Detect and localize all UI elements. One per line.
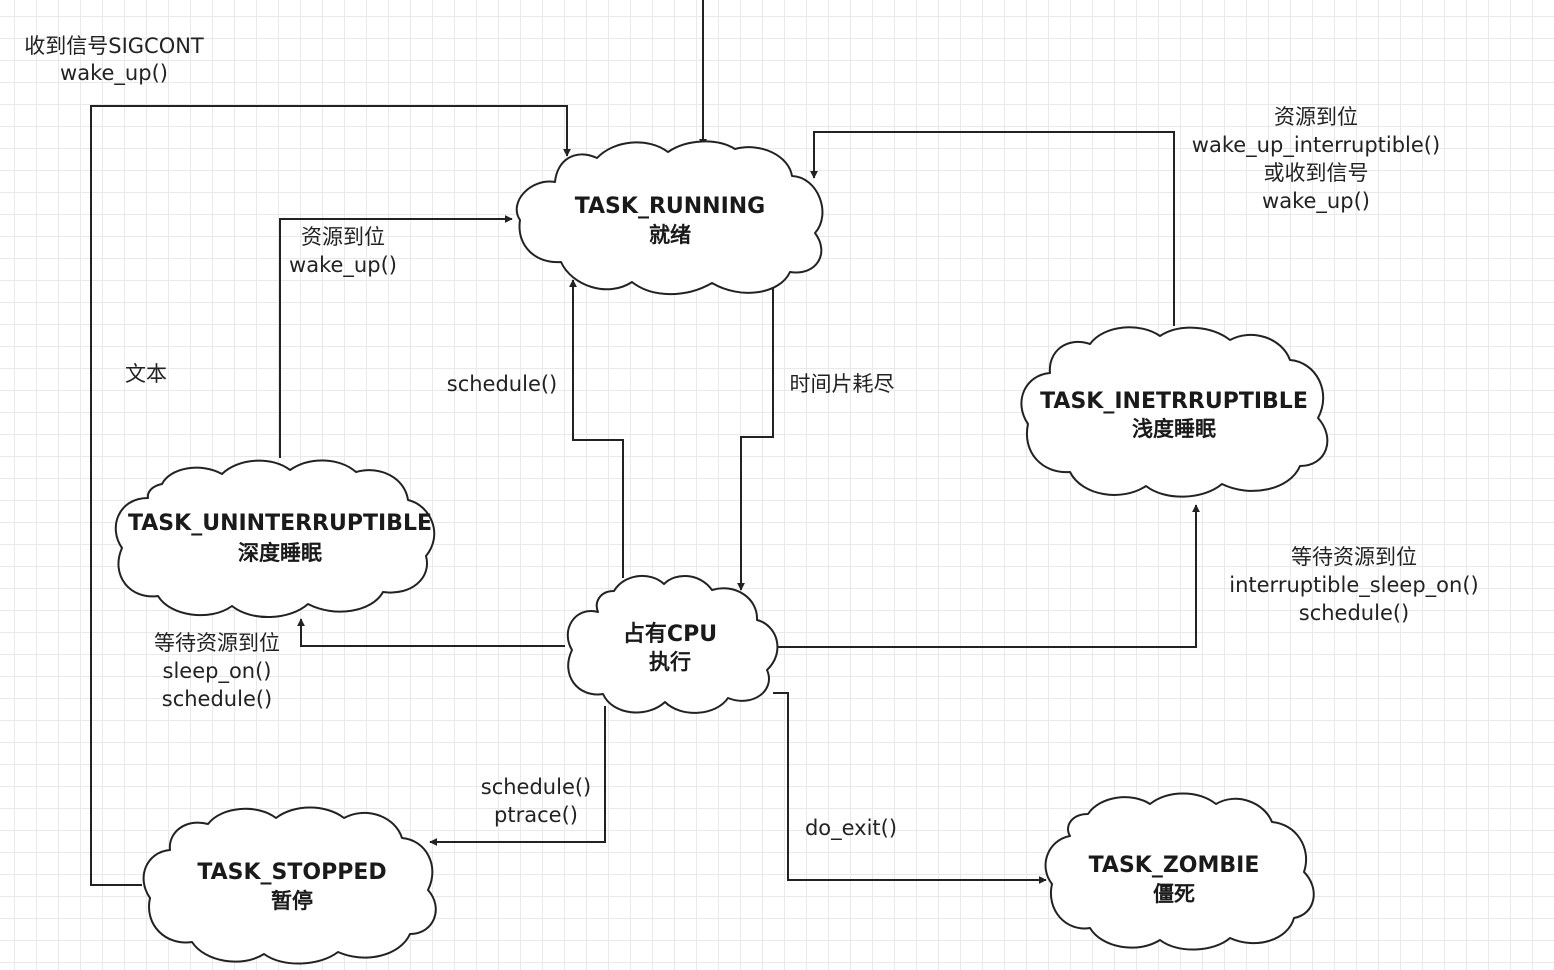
edge-cpu-to-stopped [429,706,606,846]
label-uninterruptible-to-running: 资源到位 wake_up() [289,225,397,278]
label-line: 资源到位 [301,225,385,249]
node-title: TASK_STOPPED [197,860,386,885]
node-task-zombie: TASK_ZOMBIE 僵死 [1044,792,1315,951]
label-cpu-to-running: schedule() [447,372,558,396]
cloud-shape [142,806,437,965]
label-cpu-to-zombie: do_exit() [805,816,897,841]
edge-cpu-to-running [569,279,624,578]
label-line: wake_up() [1262,189,1370,214]
label-stopped-to-running: 收到信号SIGCONT wake_up() [24,34,204,86]
node-subtitle: 浅度睡眠 [1132,417,1216,441]
label-line: 或收到信号 [1264,161,1369,185]
label-running-to-cpu: 时间片耗尽 [790,372,895,396]
label-line: ptrace() [494,803,578,827]
label-line: wake_up() [289,253,397,278]
label-line: schedule() [481,775,592,799]
edge-interruptible-to-running [810,131,1175,326]
node-task-uninterruptible: TASK_UNINTERRUPTIBLE 深度睡眠 [114,459,436,618]
label-line: interruptible_sleep_on() [1229,573,1478,598]
node-title: TASK_INETRRUPTIBLE [1040,389,1308,414]
label-line: 等待资源到位 [1291,545,1417,569]
node-title: TASK_RUNNING [575,194,766,219]
cloud-shape [1020,326,1329,498]
node-cpu: 占有CPU 执行 [566,574,779,714]
cloud-shape [515,140,824,296]
label-line: schedule() [447,372,558,396]
edge-cpu-to-zombie [773,692,1047,884]
label-cpu-to-interruptible: 等待资源到位 interruptible_sleep_on() schedule… [1229,545,1478,625]
node-title: 占有CPU [623,621,717,647]
node-task-interruptible: TASK_INETRRUPTIBLE 浅度睡眠 [1020,326,1329,498]
edge-uninterruptible-to-running [279,215,513,458]
edge-cpu-to-interruptible [773,504,1200,648]
label-cpu-to-uninterruptible: 等待资源到位 sleep_on() schedule() [154,631,280,711]
node-subtitle: 执行 [649,650,691,674]
label-line: 等待资源到位 [154,631,280,655]
node-subtitle: 僵死 [1153,882,1195,906]
label-line: 资源到位 [1274,105,1358,129]
label-line: do_exit() [805,816,897,841]
edge-stopped-to-running [90,105,571,886]
label-line: 收到信号SIGCONT [24,34,204,58]
node-task-running: TASK_RUNNING 就绪 [515,140,824,296]
node-subtitle: 深度睡眠 [238,541,322,565]
edge-running-to-cpu [737,282,774,591]
label-line: 时间片耗尽 [790,372,895,396]
node-subtitle: 就绪 [649,223,691,247]
label-line: wake_up() [60,61,168,86]
edge-cpu-to-uninterruptible [297,618,565,647]
label-line: wake_up_interruptible() [1192,133,1440,158]
label-cpu-to-stopped: schedule() ptrace() [481,775,592,827]
cloud-shape [1044,792,1315,951]
label-line: schedule() [162,687,273,711]
node-task-stopped: TASK_STOPPED 暂停 [142,806,437,965]
cloud-shape [114,459,436,618]
node-subtitle: 暂停 [271,889,313,913]
cloud-shape [566,574,779,714]
label-line: sleep_on() [163,659,272,684]
label-line: schedule() [1299,601,1410,625]
node-title: TASK_ZOMBIE [1089,853,1260,878]
free-text-label[interactable]: 文本 [125,362,167,386]
label-interruptible-to-running: 资源到位 wake_up_interruptible() 或收到信号 wake_… [1192,105,1440,214]
node-title: TASK_UNINTERRUPTIBLE [128,511,432,536]
